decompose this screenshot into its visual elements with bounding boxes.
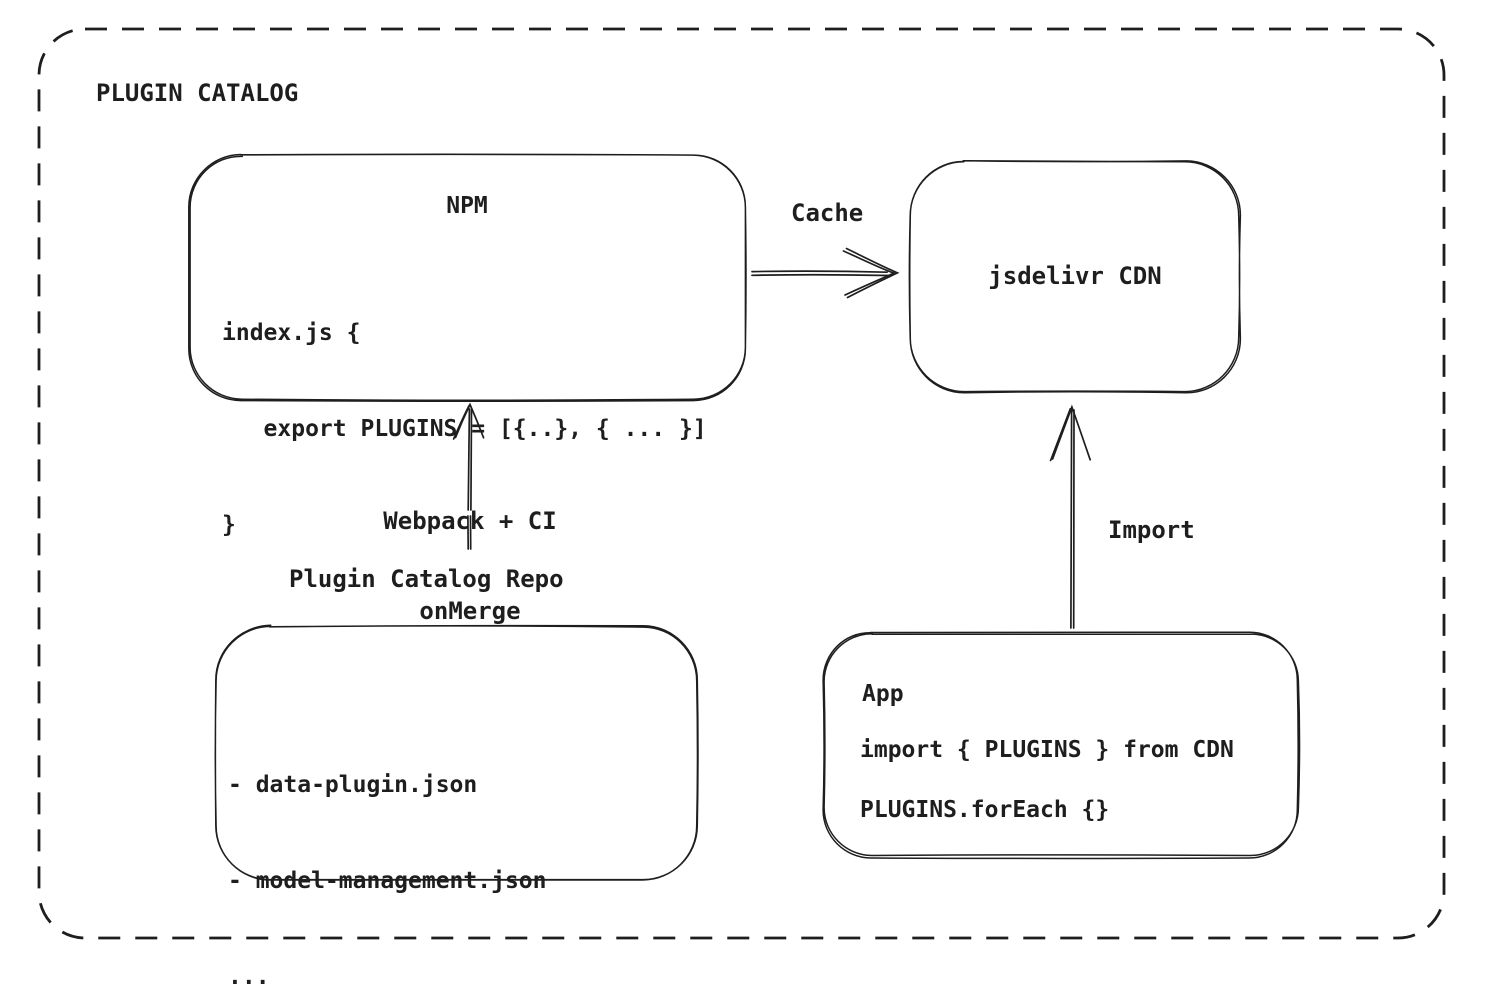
cache-arrow[interactable] [751,247,900,299]
npm-code-line: export PLUGINS = [{..}, { ... }] [222,416,707,442]
import-arrow-label: Import [1108,516,1195,544]
repo-file-item: ... [228,964,270,990]
repo-file-item: - data-plugin.json [228,772,478,798]
repo-node-box[interactable] [214,624,699,881]
repo-node-label: Plugin Catalog Repo [289,565,564,593]
app-code-line: PLUGINS.forEach {} [860,797,1110,823]
npm-code-line: } [222,512,236,538]
npm-code-block: index.js { export PLUGINS = [{..}, { ...… [222,253,707,605]
cdn-node-label: jsdelivr CDN [988,262,1162,290]
repo-file-item: - model-management.json [228,868,547,894]
build-arrow-label-line1: Webpack + CI [383,507,557,535]
plugin-catalog-frame-border[interactable] [37,27,1446,940]
cache-arrow-label: Cache [791,199,864,227]
npm-code-line: index.js { [222,320,361,346]
build-arrow-label: Webpack + CI onMerge [320,446,620,686]
build-arrow-label-line2: onMerge [419,597,521,625]
app-node-title: App [862,681,904,707]
app-code-line: import { PLUGINS } from CDN [860,737,1234,763]
cdn-node-box[interactable] [908,159,1242,394]
repo-file-list: - data-plugin.json - model-management.js… [228,705,547,1002]
build-arrow[interactable] [452,402,485,550]
npm-node-box[interactable] [188,153,747,402]
npm-node-title: NPM [446,193,488,219]
import-arrow[interactable] [1049,404,1092,629]
frame-title: PLUGIN CATALOG [96,79,299,107]
app-node-box[interactable] [822,631,1301,860]
